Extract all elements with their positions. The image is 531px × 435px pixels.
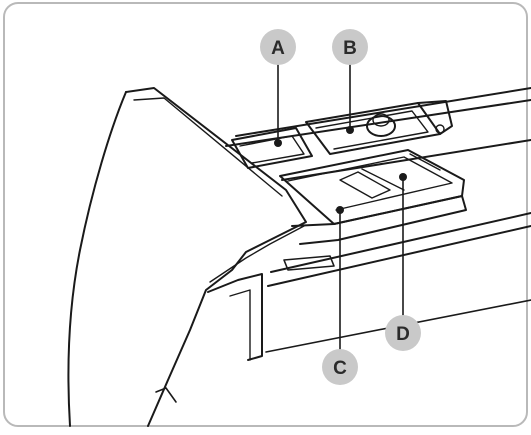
callout-b: B [332,29,368,65]
callout-c: C [322,349,358,385]
leader-dot-a [274,139,282,147]
callout-c-label: C [333,358,347,379]
callout-a: A [260,29,296,65]
callout-a-label: A [271,38,285,59]
leader-dot-c [336,206,344,214]
callout-d: D [385,315,421,351]
callout-d-label: D [396,324,410,345]
callout-b-label: B [343,38,357,59]
leader-dot-d [399,173,407,181]
leader-dot-b [346,126,354,134]
